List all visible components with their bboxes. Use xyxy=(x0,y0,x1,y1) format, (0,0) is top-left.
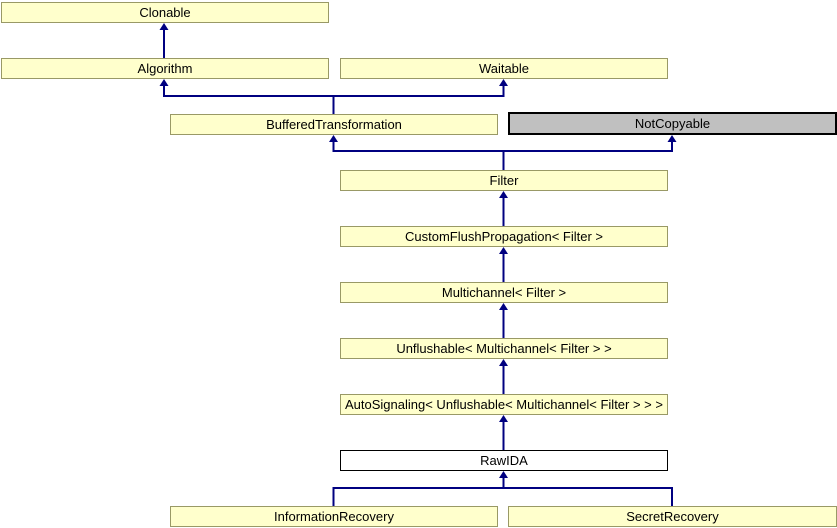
class-node-multichannel[interactable]: Multichannel< Filter > xyxy=(340,282,668,303)
edge-lines xyxy=(163,28,673,506)
arrowhead-filter xyxy=(499,191,508,198)
class-node-customflushpropagation[interactable]: CustomFlushPropagation< Filter > xyxy=(340,226,668,247)
class-node-rawida: RawIDA xyxy=(340,450,668,471)
arrowhead-autosignaling xyxy=(499,415,508,422)
arrowhead-rawida xyxy=(499,471,508,478)
class-node-filter[interactable]: Filter xyxy=(340,170,668,191)
class-node-notcopyable: NotCopyable xyxy=(508,112,837,135)
arrowhead-customflushpropagation xyxy=(499,247,508,254)
arrowhead-multichannel xyxy=(499,303,508,310)
class-node-clonable[interactable]: Clonable xyxy=(1,2,329,23)
arrowhead-unflushable xyxy=(499,359,508,366)
arrowhead-clonable xyxy=(159,23,169,30)
arrowhead-bufferedtransformation xyxy=(329,135,338,142)
class-node-autosignaling[interactable]: AutoSignaling< Unflushable< Multichannel… xyxy=(340,394,668,415)
arrowhead-waitable xyxy=(499,79,508,86)
class-node-unflushable[interactable]: Unflushable< Multichannel< Filter > > xyxy=(340,338,668,359)
class-node-waitable[interactable]: Waitable xyxy=(340,58,668,79)
class-node-secretrecovery[interactable]: SecretRecovery xyxy=(508,506,837,527)
class-node-informationrecovery[interactable]: InformationRecovery xyxy=(170,506,498,527)
arrowhead-algorithm xyxy=(159,79,169,86)
class-node-bufferedtransformation[interactable]: BufferedTransformation xyxy=(170,114,498,135)
arrowhead-notcopyable xyxy=(667,135,677,142)
edge-arrowheads xyxy=(159,23,677,478)
class-node-algorithm[interactable]: Algorithm xyxy=(1,58,329,79)
